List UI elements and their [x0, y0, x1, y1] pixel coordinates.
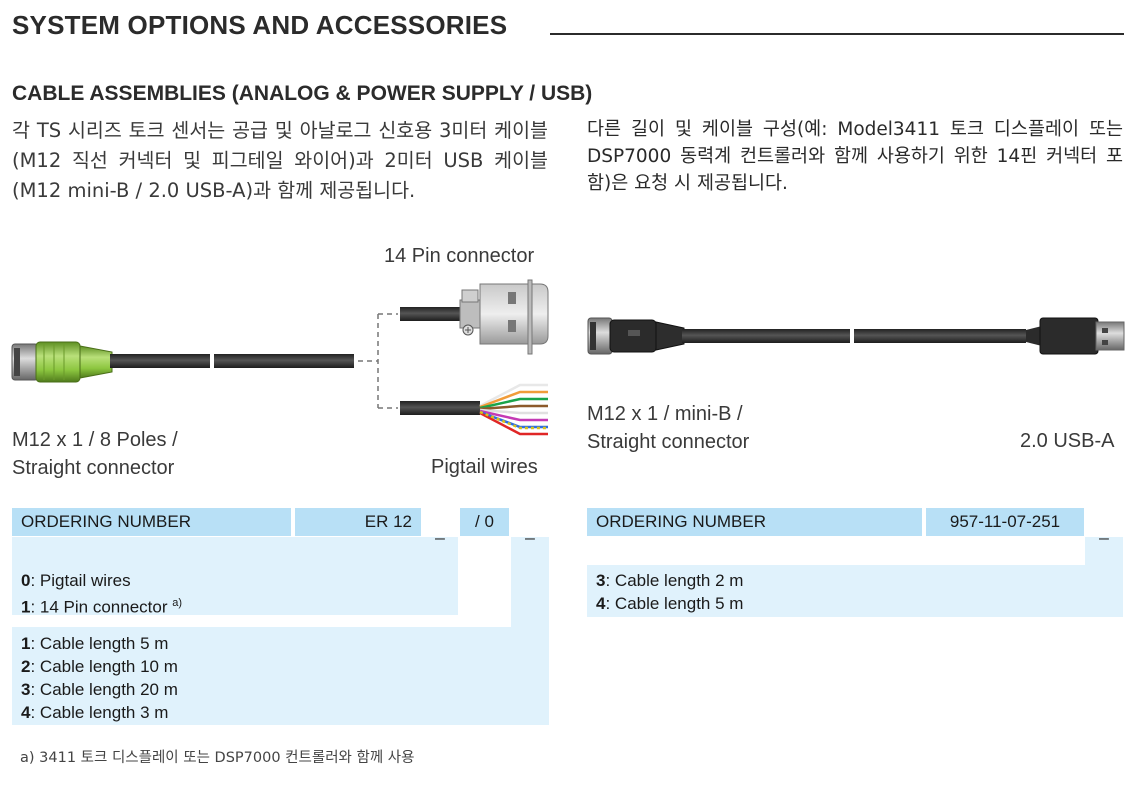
- m12-connector-icon: [11, 341, 113, 383]
- mini-b-label: M12 x 1 / mini-B / Straight connector: [587, 400, 749, 456]
- mini-b-connector-icon: [587, 317, 685, 355]
- section-title: CABLE ASSEMBLIES (ANALOG & POWER SUPPLY …: [12, 82, 593, 105]
- m12-label: M12 x 1 / 8 Poles / Straight connector: [12, 426, 178, 482]
- ordering-code-suffix: / 0: [460, 508, 509, 536]
- m12-label-line2: Straight connector: [12, 457, 175, 479]
- ordering-code: 957-11-07-251: [926, 508, 1084, 536]
- mini-b-label-line2: Straight connector: [587, 431, 750, 453]
- mini-b-label-line1: M12 x 1 / mini-B /: [587, 403, 743, 425]
- usb-a-connector-icon: [1026, 317, 1125, 355]
- table-body-group2: [12, 627, 549, 725]
- cable-segment: [214, 354, 354, 368]
- ordering-number-header: ORDERING NUMBER: [587, 508, 922, 536]
- analog-cable-illustration: [11, 279, 549, 436]
- m12-label-line1: M12 x 1 / 8 Poles /: [12, 429, 178, 451]
- 14-pin-connector-icon: [459, 279, 549, 355]
- intro-text-left: 각 TS 시리즈 토크 센서는 공급 및 아날로그 신호용 3미터 케이블(M1…: [12, 119, 548, 202]
- ordering-number-header: ORDERING NUMBER: [12, 508, 291, 536]
- usb-cable-illustration: [587, 317, 1125, 355]
- table-body-slot1: [422, 537, 458, 565]
- list-item: 4: Cable length 3 m: [21, 703, 169, 722]
- list-item: 1: 14 Pin connector a): [21, 597, 183, 617]
- list-item: 0: Pigtail wires: [21, 571, 131, 590]
- pin-connector-label: 14 Pin connector: [384, 245, 535, 267]
- list-item: 2: Cable length 10 m: [21, 657, 178, 676]
- pigtail-label: Pigtail wires: [431, 456, 538, 478]
- table-body-group: [587, 565, 1123, 617]
- list-item: 4: Cable length 5 m: [596, 594, 744, 613]
- usb-a-label: 2.0 USB-A: [1020, 430, 1115, 452]
- table-body-connector: [511, 537, 549, 627]
- title-rule: [550, 33, 1124, 35]
- footnote: a) 3411 토크 디스플레이 또는 DSP7000 컨트롤러와 함께 사용: [20, 750, 415, 766]
- page-title: SYSTEM OPTIONS AND ACCESSORIES: [12, 10, 508, 40]
- pigtail-wires-icon: [479, 383, 548, 436]
- list-item: 3: Cable length 20 m: [21, 680, 178, 699]
- ordering-code: ER 12: [295, 508, 421, 536]
- option-slot-2: _: [525, 521, 535, 540]
- intro-text-right: 다른 길이 및 케이블 구성(예: Model3411 토크 디스플레이 또는 …: [587, 119, 1123, 194]
- cable-segment: [110, 354, 210, 368]
- option-slot-1: _: [435, 521, 445, 540]
- list-item: 1: Cable length 5 m: [21, 634, 169, 653]
- list-item: 3: Cable length 2 m: [596, 571, 744, 590]
- option-slot: _: [1099, 521, 1109, 540]
- table-body-connector: [1085, 537, 1123, 565]
- table-body-group1: [12, 537, 458, 615]
